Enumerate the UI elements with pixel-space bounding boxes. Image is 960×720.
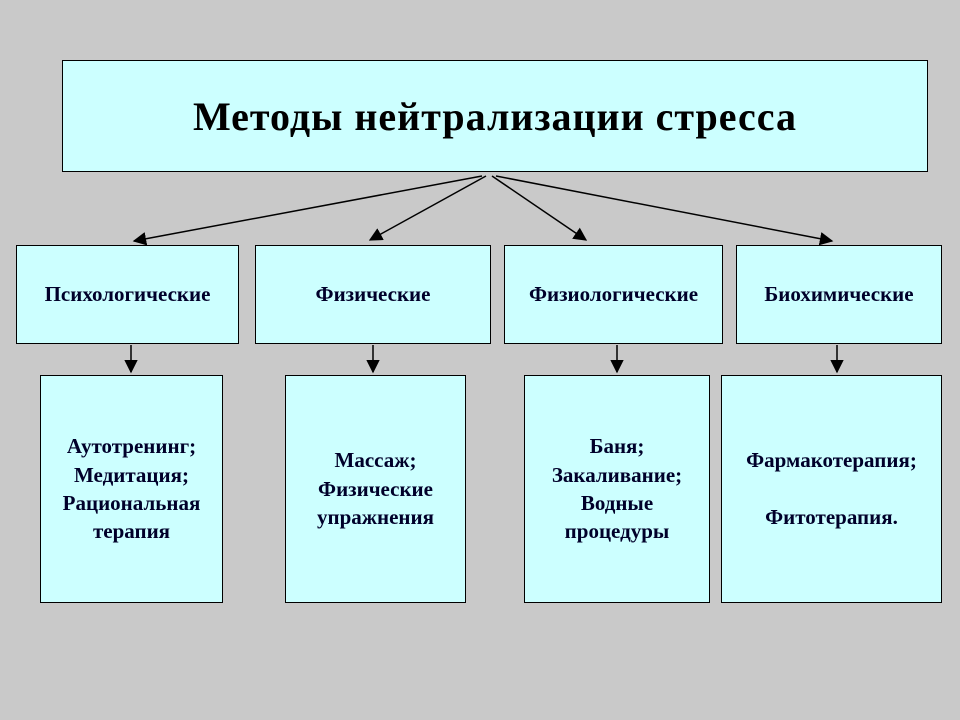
category-box-biochemical: Биохимические — [736, 245, 942, 344]
category-label: Физические — [315, 282, 431, 306]
detail-text: Фармакотерапия; Фитотерапия. — [746, 448, 917, 530]
detail-box-biochemical: Фармакотерапия; Фитотерапия. — [721, 375, 942, 603]
title-box: Методы нейтрализации стресса — [62, 60, 928, 172]
detail-box-physical: Массаж; Физические упражнения — [285, 375, 466, 603]
category-label: Биохимические — [764, 282, 914, 306]
detail-box-psychological: Аутотренинг; Медитация; Рациональная тер… — [40, 375, 223, 603]
detail-text: Баня; Закаливание; Водные процедуры — [551, 434, 683, 544]
detail-box-physiological: Баня; Закаливание; Водные процедуры — [524, 375, 710, 603]
detail-text: Аутотренинг; Медитация; Рациональная тер… — [62, 434, 201, 544]
category-label: Физиологические — [528, 282, 699, 306]
category-box-physical: Физические — [255, 245, 491, 344]
diagram-title: Методы нейтрализации стресса — [192, 93, 798, 139]
category-label: Психологические — [44, 282, 211, 306]
category-box-psychological: Психологические — [16, 245, 239, 344]
detail-text: Массаж; Физические упражнения — [317, 448, 434, 530]
category-box-physiological: Физиологические — [504, 245, 723, 344]
